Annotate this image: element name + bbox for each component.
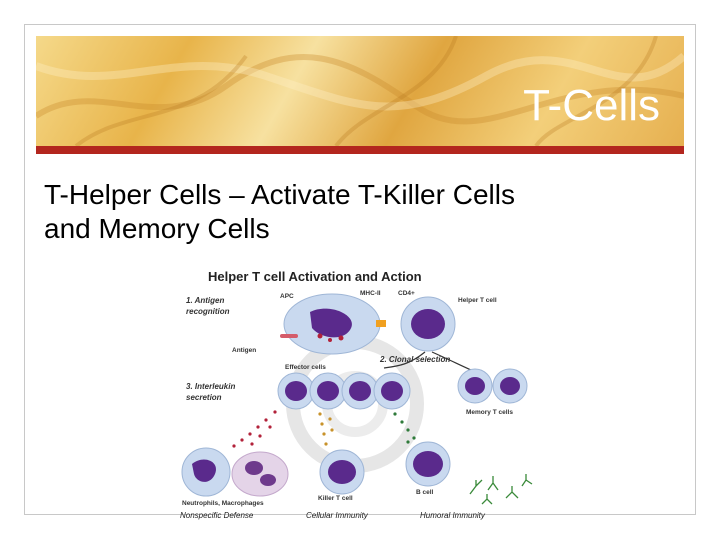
apc-label: APC <box>280 293 294 300</box>
body-line: T-Helper Cells – Activate T-Killer Cells <box>44 179 515 210</box>
b-cell-label: B cell <box>416 489 434 496</box>
title-underline <box>36 146 684 154</box>
killer-t-nucleus <box>328 460 356 484</box>
antigen-label: Antigen <box>232 347 256 354</box>
clonal-selection-arrow <box>383 351 426 369</box>
apc-nucleus <box>310 308 352 338</box>
killer-t-label: Killer T cell <box>318 495 353 502</box>
humoral-immunity-label: Humoral Immunity <box>420 511 486 520</box>
step3-label-2: secretion <box>186 393 222 402</box>
body-text: T-Helper Cells – Activate T-Killer Cells… <box>44 178 684 246</box>
macrophage-nucleus <box>245 461 263 475</box>
antigen-fragment <box>338 335 344 341</box>
macrophage-nucleus <box>260 474 276 486</box>
antigen-fragment <box>328 338 332 342</box>
step1-label-2: recognition <box>186 307 230 316</box>
step1-label: 1. Antigen <box>186 296 224 305</box>
memory-nucleus <box>465 377 485 395</box>
effector-nucleus <box>349 381 371 401</box>
effector-label: Effector cells <box>285 364 326 371</box>
diagram-title: Helper T cell Activation and Action <box>208 269 422 284</box>
effector-nucleus <box>317 381 339 401</box>
step3-label: 3. Interleukin <box>186 382 235 391</box>
b-cell-nucleus <box>413 451 443 477</box>
effector-nucleus <box>381 381 403 401</box>
slide-title: T-Cells <box>523 81 660 130</box>
macrophage-cell <box>231 451 289 497</box>
mhc-label: MHC-II <box>360 290 381 297</box>
helper-cell-label: Helper T cell <box>458 297 497 304</box>
interleukin-dots-left <box>232 410 277 448</box>
memory-cells-label: Memory T cells <box>466 409 513 416</box>
antigen-fragment <box>317 333 323 339</box>
antibodies <box>469 474 533 505</box>
effector-nucleus <box>285 381 307 401</box>
body-line: and Memory Cells <box>44 213 270 244</box>
antigen-shape <box>280 334 298 338</box>
title-banner: T-Cells <box>36 36 684 146</box>
cd4-label: CD4+ <box>398 290 415 297</box>
receptor-complex <box>376 320 386 327</box>
cellular-immunity-label: Cellular Immunity <box>306 511 369 520</box>
helper-t-cell-diagram: Helper T cell Activation and Action 1. A… <box>180 269 533 520</box>
slide-frame <box>24 24 696 515</box>
neutrophils-label: Neutrophils, Macrophages <box>182 500 264 507</box>
memory-nucleus <box>500 377 520 395</box>
nonspecific-defense-label: Nonspecific Defense <box>180 511 254 520</box>
interleukin-dots-middle <box>318 412 334 446</box>
banner-texture <box>36 36 684 146</box>
neutrophil-nucleus <box>192 459 216 482</box>
helper-t-nucleus <box>411 309 445 339</box>
step2-label: 2. Clonal selection <box>379 355 450 364</box>
